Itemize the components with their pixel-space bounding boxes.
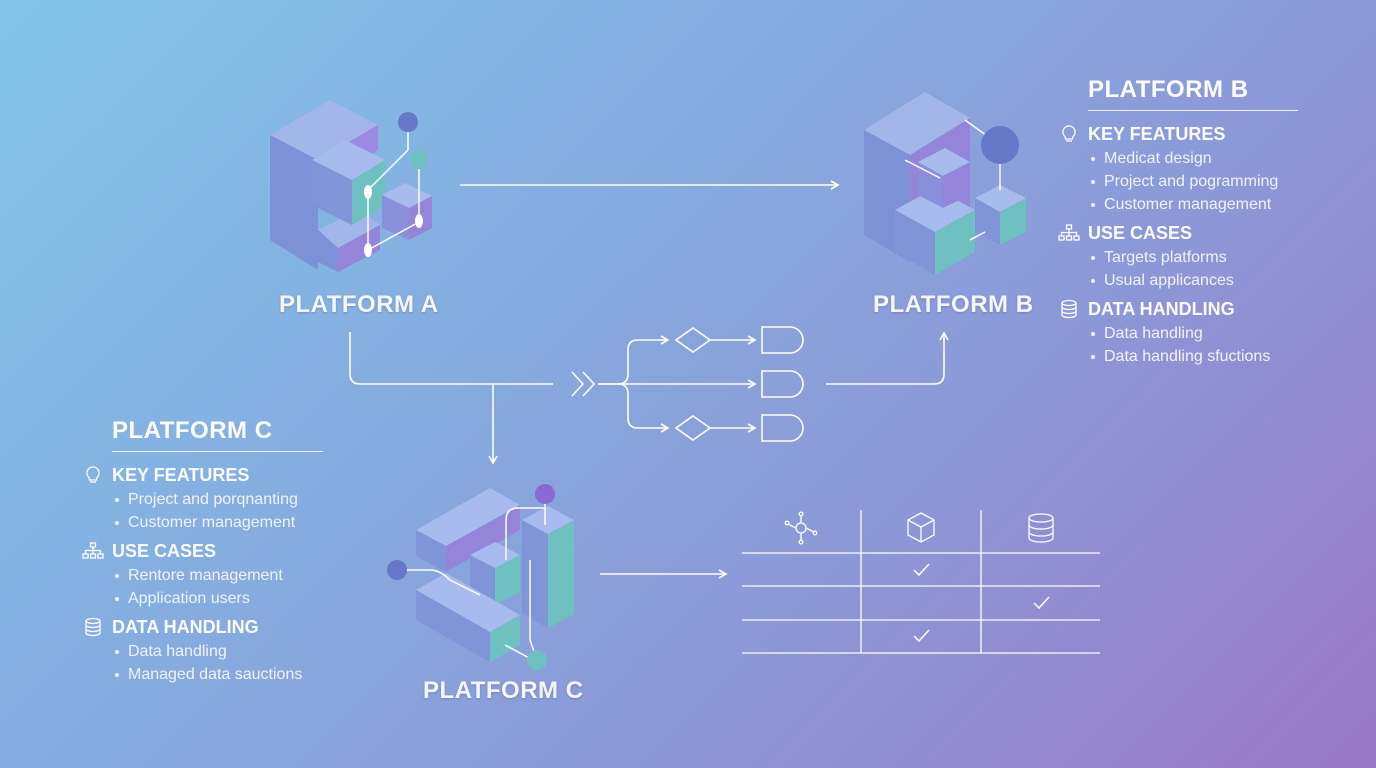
use-cases-section: USE CASES Rentore management Application… <box>82 538 323 610</box>
list-item: Customer management <box>1091 193 1298 216</box>
platform-c-panel: PLATFORM C KEY FEATURES Project and porq… <box>82 417 323 690</box>
platform-b-graphic <box>864 92 1026 275</box>
key-features-section: KEY FEATURES Project and porqnanting Cus… <box>86 462 323 534</box>
platform-a-graphic <box>270 100 432 272</box>
database-icon <box>82 616 104 638</box>
section-heading: USE CASES <box>1088 222 1193 243</box>
platform-c-label: PLATFORM C <box>423 677 584 704</box>
check-icon <box>913 563 930 577</box>
output-node-middle <box>761 370 804 398</box>
hierarchy-icon <box>1058 222 1080 244</box>
list-item: Usual applicances <box>1091 269 1298 292</box>
database-icon <box>1028 513 1054 543</box>
panel-title: PLATFORM C <box>112 417 323 452</box>
output-nodes <box>761 326 804 442</box>
comparison-table <box>742 510 1100 654</box>
section-heading: DATA HANDLING <box>112 616 259 637</box>
key-features-section: KEY FEATURES Medicat design Project and … <box>1062 121 1298 216</box>
list-item: Customer management <box>115 511 323 534</box>
list-item: Managed data sauctions <box>115 663 323 686</box>
platform-b-panel: PLATFORM B KEY FEATURES Medicat design P… <box>1058 76 1298 372</box>
flow-branches <box>598 335 757 433</box>
data-handling-section: DATA HANDLING Data handling Data handlin… <box>1061 296 1298 368</box>
check-icon <box>913 629 930 643</box>
lightbulb-icon <box>82 464 104 486</box>
platform-b-label: PLATFORM B <box>873 291 1034 318</box>
list-item: Targets platforms <box>1091 246 1298 269</box>
section-heading: KEY FEATURES <box>112 464 250 485</box>
output-node-bottom <box>761 414 804 442</box>
list-item: Data handling <box>1091 322 1298 345</box>
section-heading: USE CASES <box>112 540 217 561</box>
decision-diamond-top <box>674 327 712 353</box>
list-item: Data handling sfuctions <box>1091 345 1298 368</box>
list-item: Project and pogramming <box>1091 170 1298 193</box>
data-handling-section: DATA HANDLING Data handling Managed data… <box>85 614 323 686</box>
platform-c-graphic <box>387 484 574 670</box>
connector-a-to-flow <box>349 332 553 385</box>
panel-title: PLATFORM B <box>1088 76 1298 111</box>
output-node-top <box>761 326 804 354</box>
arrow-flow-to-b <box>826 331 949 385</box>
section-heading: KEY FEATURES <box>1088 123 1226 144</box>
list-item: Medicat design <box>1091 147 1298 170</box>
decision-diamond-bottom <box>674 415 712 441</box>
list-item: Project and porqnanting <box>115 488 323 511</box>
lightbulb-icon <box>1058 123 1080 145</box>
use-cases-section: USE CASES Targets platforms Usual applic… <box>1058 220 1298 292</box>
network-icon <box>784 511 818 545</box>
cube-icon <box>907 512 935 543</box>
database-icon <box>1058 298 1080 320</box>
list-item: Data handling <box>115 640 323 663</box>
list-item: Application users <box>115 587 323 610</box>
hierarchy-icon <box>82 540 104 562</box>
double-chevron-icon <box>571 371 596 397</box>
section-heading: DATA HANDLING <box>1088 298 1235 319</box>
check-icon <box>1033 596 1050 610</box>
list-item: Rentore management <box>115 564 323 587</box>
platform-a-label: PLATFORM A <box>279 291 439 318</box>
